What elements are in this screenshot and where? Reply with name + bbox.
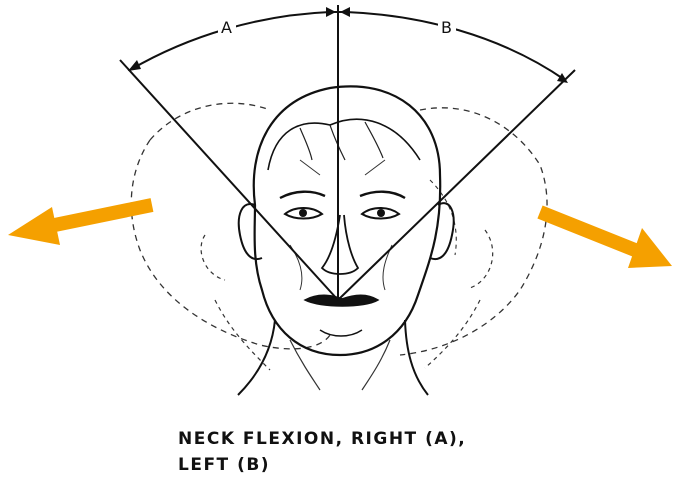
- neck-right: [405, 320, 428, 395]
- caption-line-2: LEFT (B): [178, 452, 466, 478]
- right-eyebrow: [360, 192, 405, 198]
- face-shading: [290, 160, 392, 290]
- tilted-head-right-neck: [425, 300, 480, 368]
- nose: [322, 215, 358, 274]
- label-a: A: [221, 18, 232, 37]
- tilted-head-left-outline: [131, 140, 330, 349]
- tilted-head-left-ear: [201, 235, 225, 280]
- label-b: B: [441, 18, 452, 37]
- chin-line: [320, 330, 362, 336]
- hair-strands: [300, 122, 383, 160]
- tilted-head-left-top: [150, 103, 270, 140]
- arrowhead-a-left: [128, 60, 141, 71]
- right-pupil: [377, 209, 385, 217]
- tilted-head-right-ear: [470, 230, 493, 288]
- hairline: [268, 119, 420, 170]
- caption-line-1: NECK FLEXION, RIGHT (A),: [178, 426, 466, 452]
- left-eyebrow: [280, 192, 325, 198]
- figure-caption: NECK FLEXION, RIGHT (A), LEFT (B): [178, 426, 466, 478]
- left-arrow: [8, 205, 152, 245]
- neck-left: [238, 320, 275, 395]
- left-pupil: [299, 209, 307, 217]
- tilted-head-left-neck: [215, 300, 270, 370]
- right-arrow: [540, 212, 672, 268]
- head-outline: [254, 86, 440, 355]
- right-ear: [430, 203, 454, 259]
- angle-line-b: [338, 70, 575, 300]
- tilted-head-right-outline: [400, 108, 547, 355]
